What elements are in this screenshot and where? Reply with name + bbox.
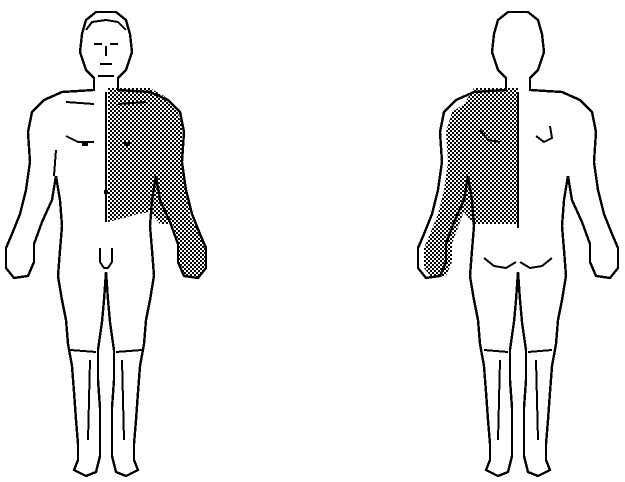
back-knee-right (528, 350, 552, 352)
back-knee-left (484, 350, 508, 352)
back-gluteal-right (520, 258, 552, 268)
back-scapula-right (536, 126, 552, 142)
front-nipple-left (124, 142, 130, 146)
front-body-outline (6, 12, 206, 476)
front-figure (6, 12, 206, 476)
front-knee-left (116, 350, 142, 352)
front-shin-left (122, 360, 124, 440)
back-calf-right (536, 360, 538, 440)
back-calf-left (498, 360, 500, 440)
front-genital (100, 248, 112, 268)
front-hair-line (86, 20, 126, 30)
front-umbilicus (104, 190, 108, 194)
front-nipple-right (82, 142, 88, 146)
back-figure (418, 12, 618, 476)
front-knee-right (70, 350, 96, 352)
front-pectoral-right (66, 136, 94, 142)
front-clavicle-right (66, 102, 94, 104)
front-inner-arm-right (54, 150, 56, 176)
back-gluteal-left (484, 258, 516, 268)
front-shin-right (88, 360, 90, 440)
